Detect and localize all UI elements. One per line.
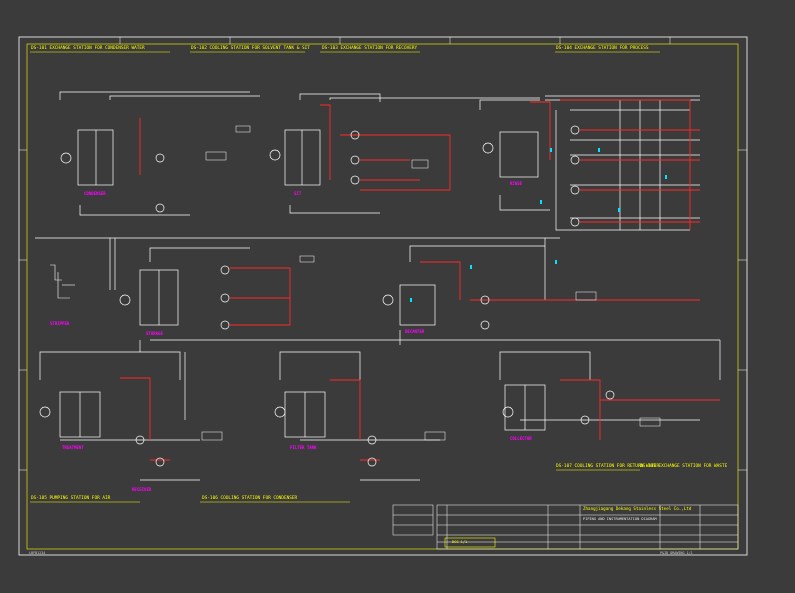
title-stamp: DCS 1/1 [452,540,468,544]
valve-marks [410,148,667,302]
title-block-lines [392,504,739,550]
section-dividers [30,51,660,503]
grid-markers [19,37,747,471]
instrument-boxes [201,125,661,441]
title-stamp-box [444,537,496,548]
drawing-title: PIPING AND INSTRUMENTATION DIAGRAM [583,517,657,521]
support-detail [50,264,75,299]
tank-label: FILTER TANK [290,445,317,450]
section-header: DS-108 EXCHANGE STATION FOR WASTE [640,464,728,469]
red-piping [120,99,720,461]
section-header: DS-103 EXCHANGE STATION FOR RECOVERY [322,46,418,51]
tank-label: TREATMENT [62,445,84,450]
outer-frame [18,36,748,556]
section-header: DS-102 COOLING STATION FOR SOLVENT TANK … [191,46,310,51]
tank-label: RECEIVER [132,487,152,492]
section-header: DS-101 EXCHANGE STATION FOR CONDENSER WA… [31,46,145,51]
inner-frame [26,43,739,550]
tanks [59,129,546,438]
section-header: DS-107 COOLING STATION FOR RETURN WATER [556,464,660,469]
footer-right: P&ID DRAWING 1/1 [660,551,693,555]
tank-label: CONDENSER [84,191,106,196]
tank-label: STORAGE [146,331,163,336]
white-piping [35,91,721,481]
section-header: DS-104 EXCHANGE STATION FOR PROCESS [556,46,649,51]
tank-label: DECANTER [405,329,425,334]
tank-label: SIT [294,191,302,196]
company-name: Zhangjiagang Dekang Stainless Steel Co.,… [583,506,692,511]
footer-left: LBFB1234 [29,551,46,555]
tank-label: STRIPPER [50,321,70,326]
section-header: DS-105 PUMPING STATION FOR AIR [31,496,111,501]
tank-label: COLLECTOR [510,436,532,441]
section-header: DS-106 COOLING STATION FOR CONDENSER [202,496,298,501]
tank-label: RINSE [510,181,523,186]
pumps [39,125,615,467]
